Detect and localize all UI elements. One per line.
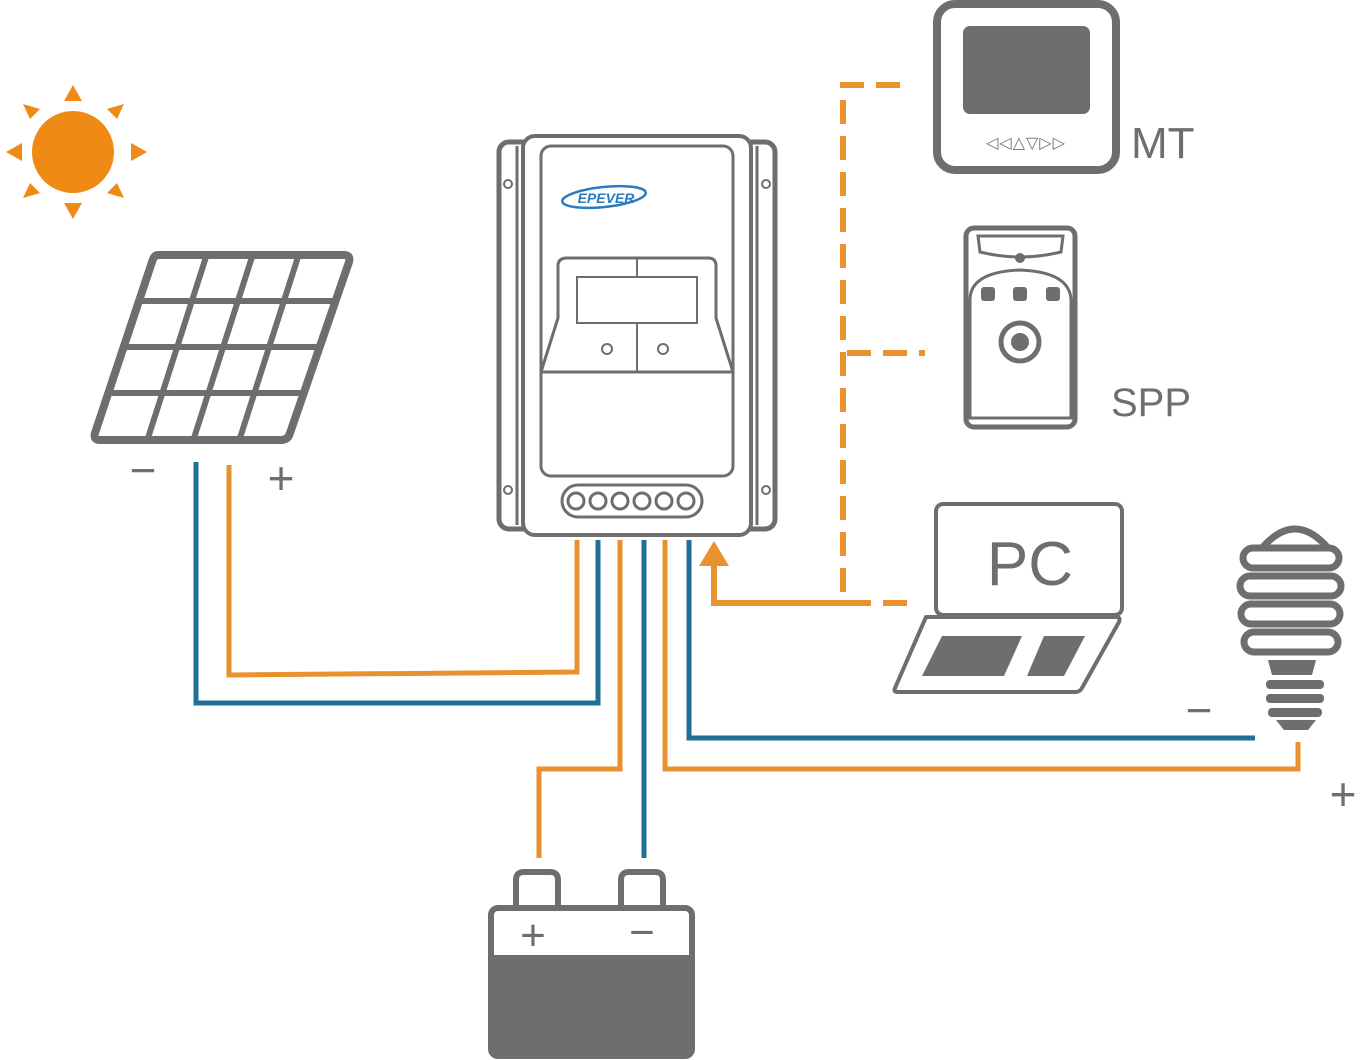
comm-dashed-line [840,82,900,603]
brand-label: EPEVER [578,190,636,206]
comm-line-to-controller [711,560,850,606]
spp-label: SPP [1111,381,1191,425]
solar-negative-wire [193,462,601,706]
meter-icon: ◁◁△▽▷▷ [933,0,1120,174]
load-positive-wire [662,540,1301,772]
sun-icon [6,85,147,219]
bulb-icon [1236,525,1345,730]
load-plus-label: + [1330,768,1357,820]
battery-icon [488,869,695,1059]
spp-device-icon [963,225,1078,430]
battery-plus-label: + [520,911,546,960]
controller-icon [496,134,778,537]
epever-logo: EPEVER [560,184,648,210]
mt-label: MT [1131,119,1195,168]
pc-label: PC [987,530,1073,599]
meter-buttons: ◁◁△▽▷▷ [986,135,1066,152]
solar-panel-icon [90,251,354,444]
solar-minus-label: − [130,444,157,496]
battery-minus-label: − [629,908,655,957]
laptop-icon [892,502,1124,694]
solar-positive-wire [226,465,580,678]
comm-arrow-icon [699,541,729,566]
solar-plus-label: + [268,452,295,504]
battery-positive-wire [536,540,623,858]
load-negative-wire [686,540,1255,741]
load-minus-label: − [1186,684,1213,736]
